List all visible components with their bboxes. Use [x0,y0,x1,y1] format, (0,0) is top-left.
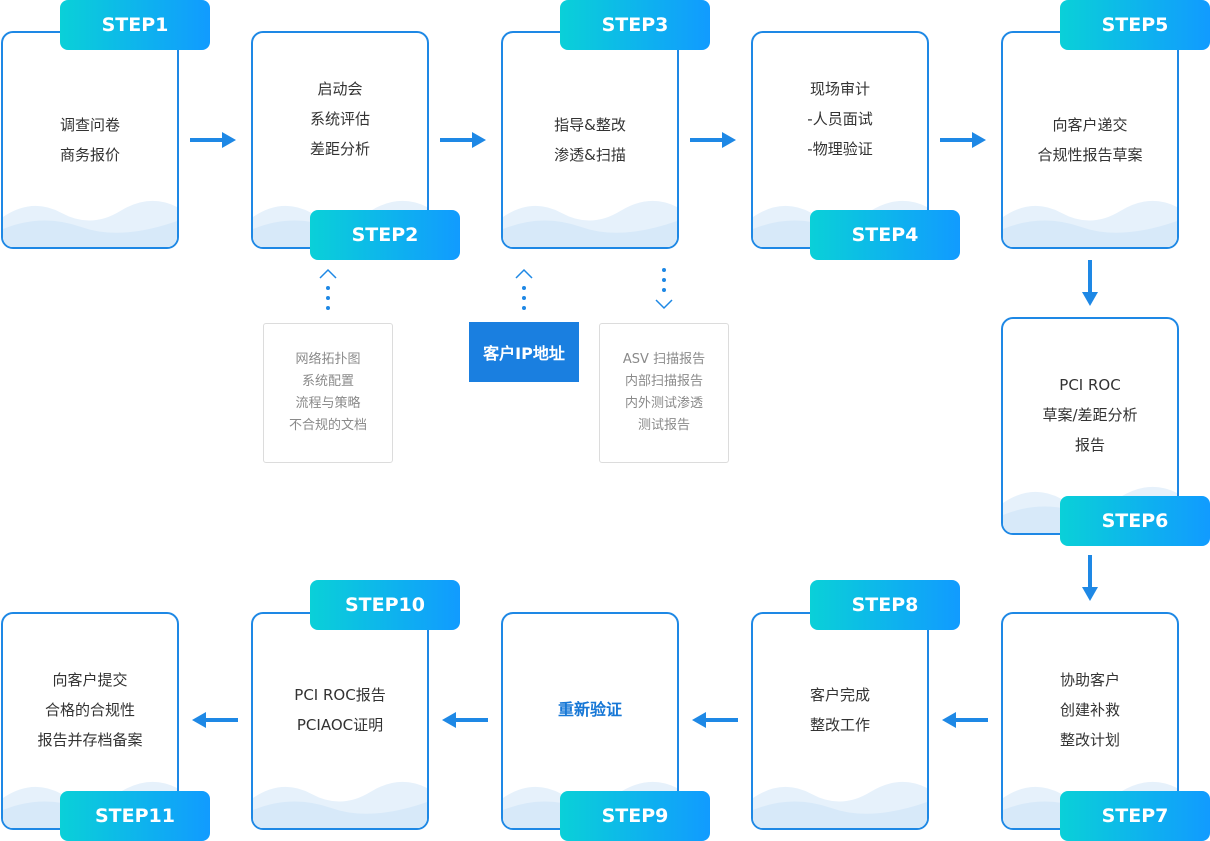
arrow-left-icon [442,712,488,728]
step3-badge: STEP3 [560,0,710,50]
step2-text: 启动会系统评估差距分析 [309,79,370,158]
step1-card: 调查问卷商务报价 [1,31,179,249]
step7-badge: STEP7 [1060,791,1210,841]
step4-badge: STEP4 [810,210,960,260]
dotted-up-connector-icon [515,268,533,310]
arrow-right-icon [190,132,236,148]
step3-output-reports: ASV 扫描报告 内部扫描报告 内外测试渗透 测试报告 [599,323,729,463]
wave-decoration [253,781,427,828]
step5-badge: STEP5 [1060,0,1210,50]
arrow-down-icon [1082,260,1098,306]
arrow-left-icon [692,712,738,728]
step9-text: 重新验证 [557,700,622,720]
step8-text: 客户完成整改工作 [809,686,870,735]
arrow-right-icon [940,132,986,148]
dotted-up-connector-icon [319,268,337,310]
wave-decoration [1003,200,1177,247]
arrow-right-icon [690,132,736,148]
step2-badge: STEP2 [310,210,460,260]
arrow-down-icon [1082,555,1098,601]
arrow-right-icon [440,132,486,148]
step5-text: 向客户递交合规性报告草案 [1037,116,1143,164]
step11-badge: STEP11 [60,791,210,841]
step8-card: 客户完成整改工作 [751,612,929,830]
wave-decoration [503,200,677,247]
step3-text: 指导&整改渗透&扫描 [554,116,626,164]
dotted-down-connector-icon [655,268,673,310]
step11-text: 向客户提交合格的合规性报告并存档备案 [37,671,143,750]
arrow-left-icon [192,712,238,728]
step7-text: 协助客户创建补救整改计划 [1059,671,1120,750]
step6-badge: STEP6 [1060,496,1210,546]
step4-text: 现场审计-人员面试-物理验证 [807,79,873,158]
step9-badge: STEP9 [560,791,710,841]
customer-ip-box: 客户IP地址 [469,322,579,382]
step5-card: 向客户递交合规性报告草案 [1001,31,1179,249]
wave-decoration [3,200,177,247]
wave-decoration [753,781,927,828]
step2-input-documents: 网络拓扑图 系统配置 流程与策略 不合规的文档 [263,323,393,463]
arrow-left-icon [942,712,988,728]
step1-text: 调查问卷商务报价 [59,116,120,164]
step8-badge: STEP8 [810,580,960,630]
step3-card: 指导&整改渗透&扫描 [501,31,679,249]
step1-badge: STEP1 [60,0,210,50]
step10-badge: STEP10 [310,580,460,630]
